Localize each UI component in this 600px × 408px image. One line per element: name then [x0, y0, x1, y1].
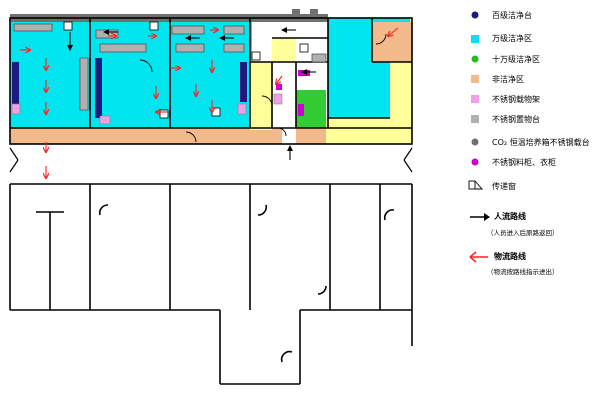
legend-item-class-100: 百级洁净台: [492, 10, 532, 21]
legend-item-personnel-flow: 人流路线: [494, 211, 526, 222]
pass-windows: [63, 21, 309, 119]
legend-item-table: 不锈钢置物台: [492, 114, 540, 125]
legend-item-non-clean: 非洁净区: [492, 74, 524, 85]
corridor-gaps: [9, 147, 413, 173]
legend-item-cabinet: 不锈钢料柜、衣柜: [492, 157, 556, 168]
legend-dot-class-100: [471, 11, 479, 19]
legend-label: 万级洁净区: [492, 34, 532, 43]
legend-item-pass-window: 传递窗: [492, 181, 516, 192]
legend-label: 百级洁净台: [492, 11, 532, 20]
legend-dot-class-100000: [471, 55, 479, 63]
legend-item-class-100000: 十万级洁净区: [492, 54, 540, 65]
legend-square-table: [471, 115, 479, 123]
legend-label: 不锈钢置物台: [492, 115, 540, 124]
legend-note-personnel-flow: （人员进入后原路返回）: [487, 229, 559, 237]
legend-label: 不锈钢料柜、衣柜: [492, 158, 556, 167]
legend-label: 非洁净区: [492, 75, 524, 84]
class-100-benches: [12, 58, 247, 118]
legend-square-class-10000: [471, 35, 479, 43]
doors: [139, 33, 387, 143]
legend-square-rack: [471, 95, 479, 103]
legend-label: CO₂ 恒温培养箱不锈钢载台: [492, 138, 590, 147]
yellow-zone: [250, 38, 412, 144]
legend-item-rack: 不锈钢载物架: [492, 94, 540, 105]
legend-label: 传递窗: [492, 182, 516, 191]
legend-label: 不锈钢载物架: [492, 95, 540, 104]
legend-dot-cabinet: [471, 158, 479, 166]
legend-black-arrow-icon: [470, 213, 490, 221]
personnel-flow: [67, 27, 316, 160]
legend-pass-window-icon: [468, 180, 483, 190]
lower-floor: [9, 183, 413, 385]
legend-note-material-flow: （物流按路线指示进出）: [487, 268, 559, 276]
walls: [9, 17, 413, 145]
material-flow: [20, 28, 399, 178]
legend-label: 人流路线: [494, 212, 526, 221]
legend-item-material-flow: 物流路线: [494, 251, 526, 262]
legend-label: 十万级洁净区: [492, 55, 540, 64]
stainless-racks: [11, 93, 283, 125]
legend-dot-incubator: [471, 138, 479, 146]
legend-red-arrow-icon: [469, 251, 488, 263]
legend-square-non-clean: [471, 75, 479, 83]
legend-item-incubator: CO₂ 恒温培养箱不锈钢载台: [492, 137, 590, 148]
legend-symbols: [468, 11, 490, 263]
legend-label: 物流路线: [494, 252, 526, 261]
legend-item-class-10000: 万级洁净区: [492, 33, 532, 44]
non-clean-area: [10, 22, 412, 144]
